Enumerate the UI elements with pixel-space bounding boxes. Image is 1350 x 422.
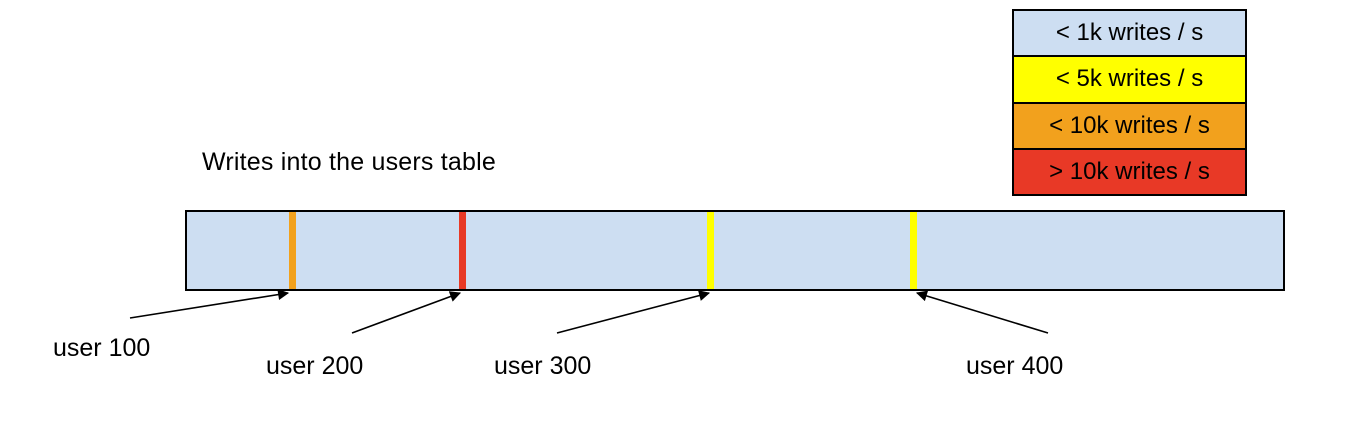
users-table-bar [185,210,1285,291]
hotspot-marker-user-200 [459,212,466,289]
callout-arrow-user-100 [129,289,290,319]
callout-arrow-user-300 [556,290,711,334]
hotspot-marker-user-400 [910,212,917,289]
legend-item-lt-10k: < 10k writes / s [1014,101,1245,148]
hotspot-marker-user-100 [289,212,296,289]
legend-item-label: < 5k writes / s [1055,65,1204,93]
legend-item-lt-5k: < 5k writes / s [1014,55,1245,102]
legend-item-label: < 10k writes / s [1049,111,1210,139]
legend-item-gt-10k: > 10k writes / s [1014,147,1245,194]
callout-arrow-user-200 [351,291,462,334]
hotspot-marker-user-300 [707,212,714,289]
callout-arrow-user-400 [915,290,1049,334]
legend-item-label: < 1k writes / s [1055,19,1204,47]
diagram-title: Writes into the users table [202,148,496,176]
callout-label-user-100: user 100 [53,334,151,362]
callout-label-user-300: user 300 [494,352,592,380]
callout-label-user-200: user 200 [266,352,364,380]
write-rate-legend: < 1k writes / s < 5k writes / s < 10k wr… [1012,9,1247,196]
callout-label-user-400: user 400 [966,352,1064,380]
legend-item-label: > 10k writes / s [1049,157,1210,185]
legend-item-lt-1k: < 1k writes / s [1014,11,1245,56]
